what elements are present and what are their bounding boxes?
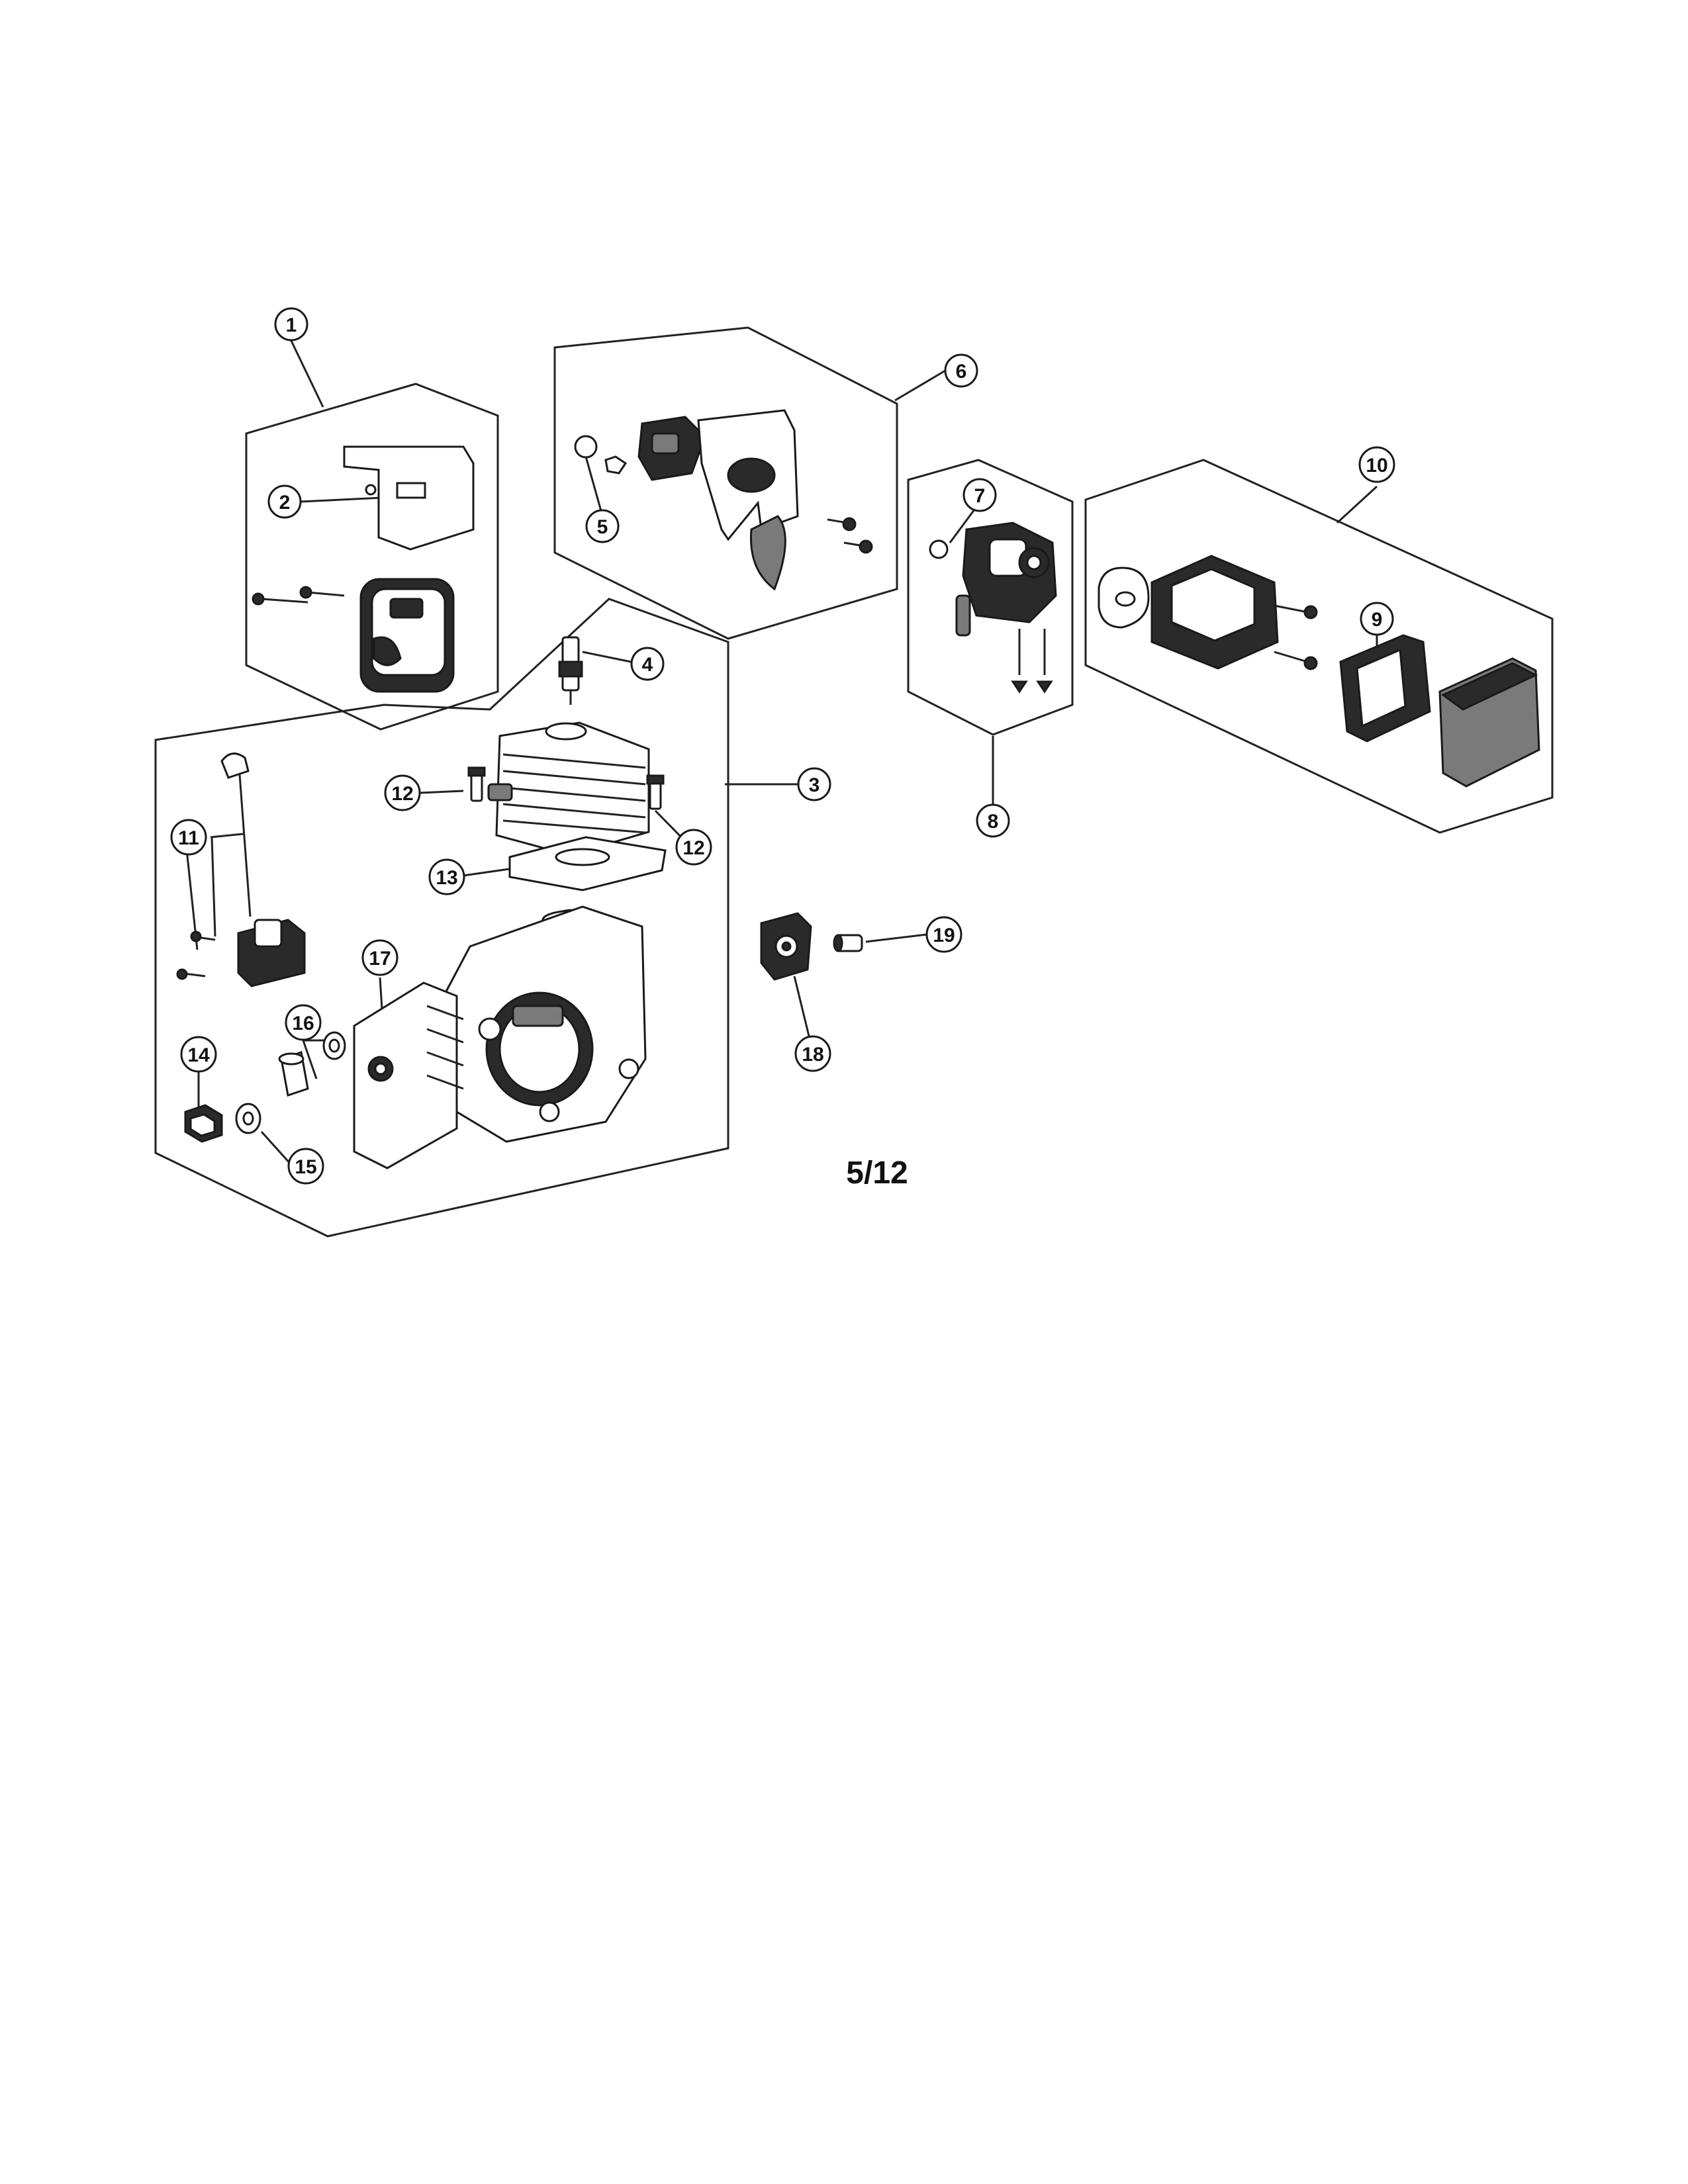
svg-text:14: 14 bbox=[187, 1044, 210, 1066]
svg-text:19: 19 bbox=[933, 925, 955, 946]
svg-text:6: 6 bbox=[956, 361, 967, 383]
muffler-heat-shield-part bbox=[343, 445, 475, 551]
muffler-body-part bbox=[359, 578, 455, 693]
svg-text:16: 16 bbox=[292, 1013, 314, 1034]
svg-text:11: 11 bbox=[178, 827, 199, 849]
callout-10: 10 bbox=[1358, 446, 1395, 483]
callout-2: 2 bbox=[267, 484, 302, 519]
svg-text:18: 18 bbox=[802, 1044, 823, 1066]
svg-text:12: 12 bbox=[391, 783, 413, 805]
callout-12-left: 12 bbox=[384, 774, 421, 811]
group-outline-muffler bbox=[245, 383, 499, 731]
piston-crankcase-part bbox=[439, 905, 647, 1143]
group-outline-air-filter bbox=[1084, 459, 1554, 834]
group-outline-throttle bbox=[553, 326, 898, 640]
svg-text:15: 15 bbox=[295, 1156, 316, 1178]
callout-1: 1 bbox=[274, 307, 308, 341]
callout-17: 17 bbox=[361, 939, 399, 976]
muffler-screws-part bbox=[252, 586, 345, 606]
ignition-coil-part bbox=[176, 752, 306, 987]
group-outline-engine bbox=[154, 598, 729, 1238]
callout-14: 14 bbox=[180, 1036, 217, 1073]
svg-text:7: 7 bbox=[974, 485, 986, 507]
svg-text:9: 9 bbox=[1372, 609, 1383, 631]
svg-text:2: 2 bbox=[279, 492, 291, 514]
callout-15: 15 bbox=[287, 1148, 324, 1185]
svg-text:10: 10 bbox=[1366, 455, 1387, 477]
callout-4: 4 bbox=[630, 647, 665, 681]
callout-5: 5 bbox=[585, 509, 620, 543]
callout-11: 11 bbox=[170, 819, 207, 856]
svg-text:17: 17 bbox=[369, 948, 391, 970]
cylinder-part bbox=[487, 721, 650, 856]
carburetor-part bbox=[929, 522, 1057, 694]
svg-text:5: 5 bbox=[597, 516, 608, 538]
callout-16: 16 bbox=[285, 1004, 322, 1041]
clutch-part bbox=[760, 912, 812, 981]
cylinder-bolts-part bbox=[467, 766, 665, 810]
spacer-part bbox=[833, 934, 863, 952]
svg-text:4: 4 bbox=[642, 654, 653, 676]
callout-13: 13 bbox=[428, 858, 465, 895]
hardware-small-parts bbox=[184, 1031, 346, 1143]
callout-12-right: 12 bbox=[675, 829, 712, 866]
callout-7: 7 bbox=[962, 478, 997, 512]
throttle-assembly-part bbox=[574, 409, 873, 591]
callout-18: 18 bbox=[794, 1035, 831, 1072]
callout-6: 6 bbox=[944, 353, 978, 388]
spark-plug-part bbox=[558, 636, 583, 705]
callout-9: 9 bbox=[1360, 602, 1394, 636]
callout-3: 3 bbox=[797, 767, 831, 801]
svg-text:12: 12 bbox=[682, 837, 704, 859]
svg-text:1: 1 bbox=[286, 314, 297, 336]
group-outline-carburetor bbox=[907, 459, 1074, 736]
page-number: 5/12 bbox=[846, 1156, 908, 1191]
svg-text:3: 3 bbox=[809, 774, 820, 796]
air-filter-assembly-part bbox=[1098, 555, 1540, 788]
svg-text:8: 8 bbox=[988, 811, 999, 833]
cylinder-gasket-part bbox=[508, 836, 667, 891]
svg-text:13: 13 bbox=[436, 867, 457, 889]
callout-19: 19 bbox=[925, 916, 962, 953]
callout-8: 8 bbox=[976, 803, 1010, 838]
flywheel-part bbox=[353, 981, 464, 1169]
